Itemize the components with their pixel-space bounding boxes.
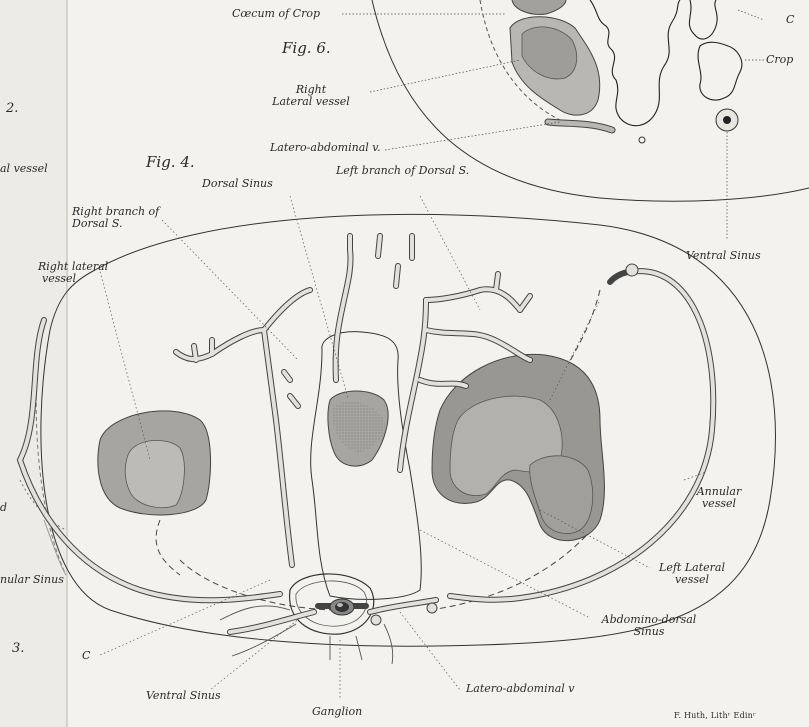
- fig4-ganglion: [290, 574, 374, 634]
- fig6-diagram: [342, 0, 809, 240]
- fig4-right-branch-line2: Dorsal S.: [72, 218, 159, 230]
- fig4-latero-abdominal-label: Latero-abdominal v: [466, 683, 574, 695]
- fig4-left-lateral-vessel-label: Left Lateral vessel: [652, 562, 732, 586]
- fig4-abdomino-dorsal-label: Abdomino-dorsal Sinus: [594, 614, 704, 638]
- left-fragment-d-label: d: [0, 502, 7, 514]
- fig4-ventral-sinus-label: Ventral Sinus: [146, 690, 221, 702]
- fig6-crop-shape: [698, 42, 742, 100]
- fig6-c-label: C: [786, 14, 794, 26]
- fig6-right-lateral-vessel-line2: Lateral vessel: [256, 96, 366, 108]
- fig4-right-branch-label: Right branch of Dorsal S.: [72, 206, 159, 230]
- fig4-dorsal-sinus: [311, 332, 422, 600]
- fig6-right-lateral-vessel-label: Right Lateral vessel: [256, 84, 366, 108]
- fig4-c-label: C: [82, 650, 90, 662]
- lithographer-credit: F. Huth, Lithʳ Edinʳ: [674, 710, 756, 722]
- fig4-annular-vessel-label: Annular vessel: [686, 486, 752, 510]
- left-annular-sinus-label: nular Sinus: [0, 574, 64, 586]
- fig4-title: Fig. 4.: [146, 154, 195, 170]
- fig4-abdomino-line2: Sinus: [594, 626, 704, 638]
- fig4-right-lateral-line2: vessel: [38, 273, 108, 285]
- fig6-crop-outline: [590, 0, 680, 126]
- left-fig-number-2: 2.: [6, 102, 18, 116]
- fig6-crop-label: Crop: [766, 54, 793, 66]
- fig6-caecum-of-crop-label: Cœcum of Crop: [232, 8, 320, 20]
- fig4-dorsal-sinus-label: Dorsal Sinus: [202, 178, 273, 190]
- fig4-right-lateral-vessel-label: Right lateral vessel: [38, 261, 108, 285]
- fig6-title: Fig. 6.: [282, 40, 331, 56]
- fig4-left-lateral-line2: vessel: [652, 574, 732, 586]
- fig4-left-branch-label: Left branch of Dorsal S.: [336, 165, 469, 177]
- left-fig-number-3: 3.: [12, 642, 24, 656]
- left-lateral-vessel-label: al vessel: [0, 163, 48, 175]
- fig4-annular-line2: vessel: [686, 498, 752, 510]
- fig6-latero-abdominal-label: Latero-abdominal v.: [270, 142, 381, 154]
- left-page-fragment: [20, 340, 66, 575]
- fig4-ganglion-label: Ganglion: [312, 706, 362, 718]
- fig6-ventral-sinus-label: Ventral Sinus: [686, 250, 761, 262]
